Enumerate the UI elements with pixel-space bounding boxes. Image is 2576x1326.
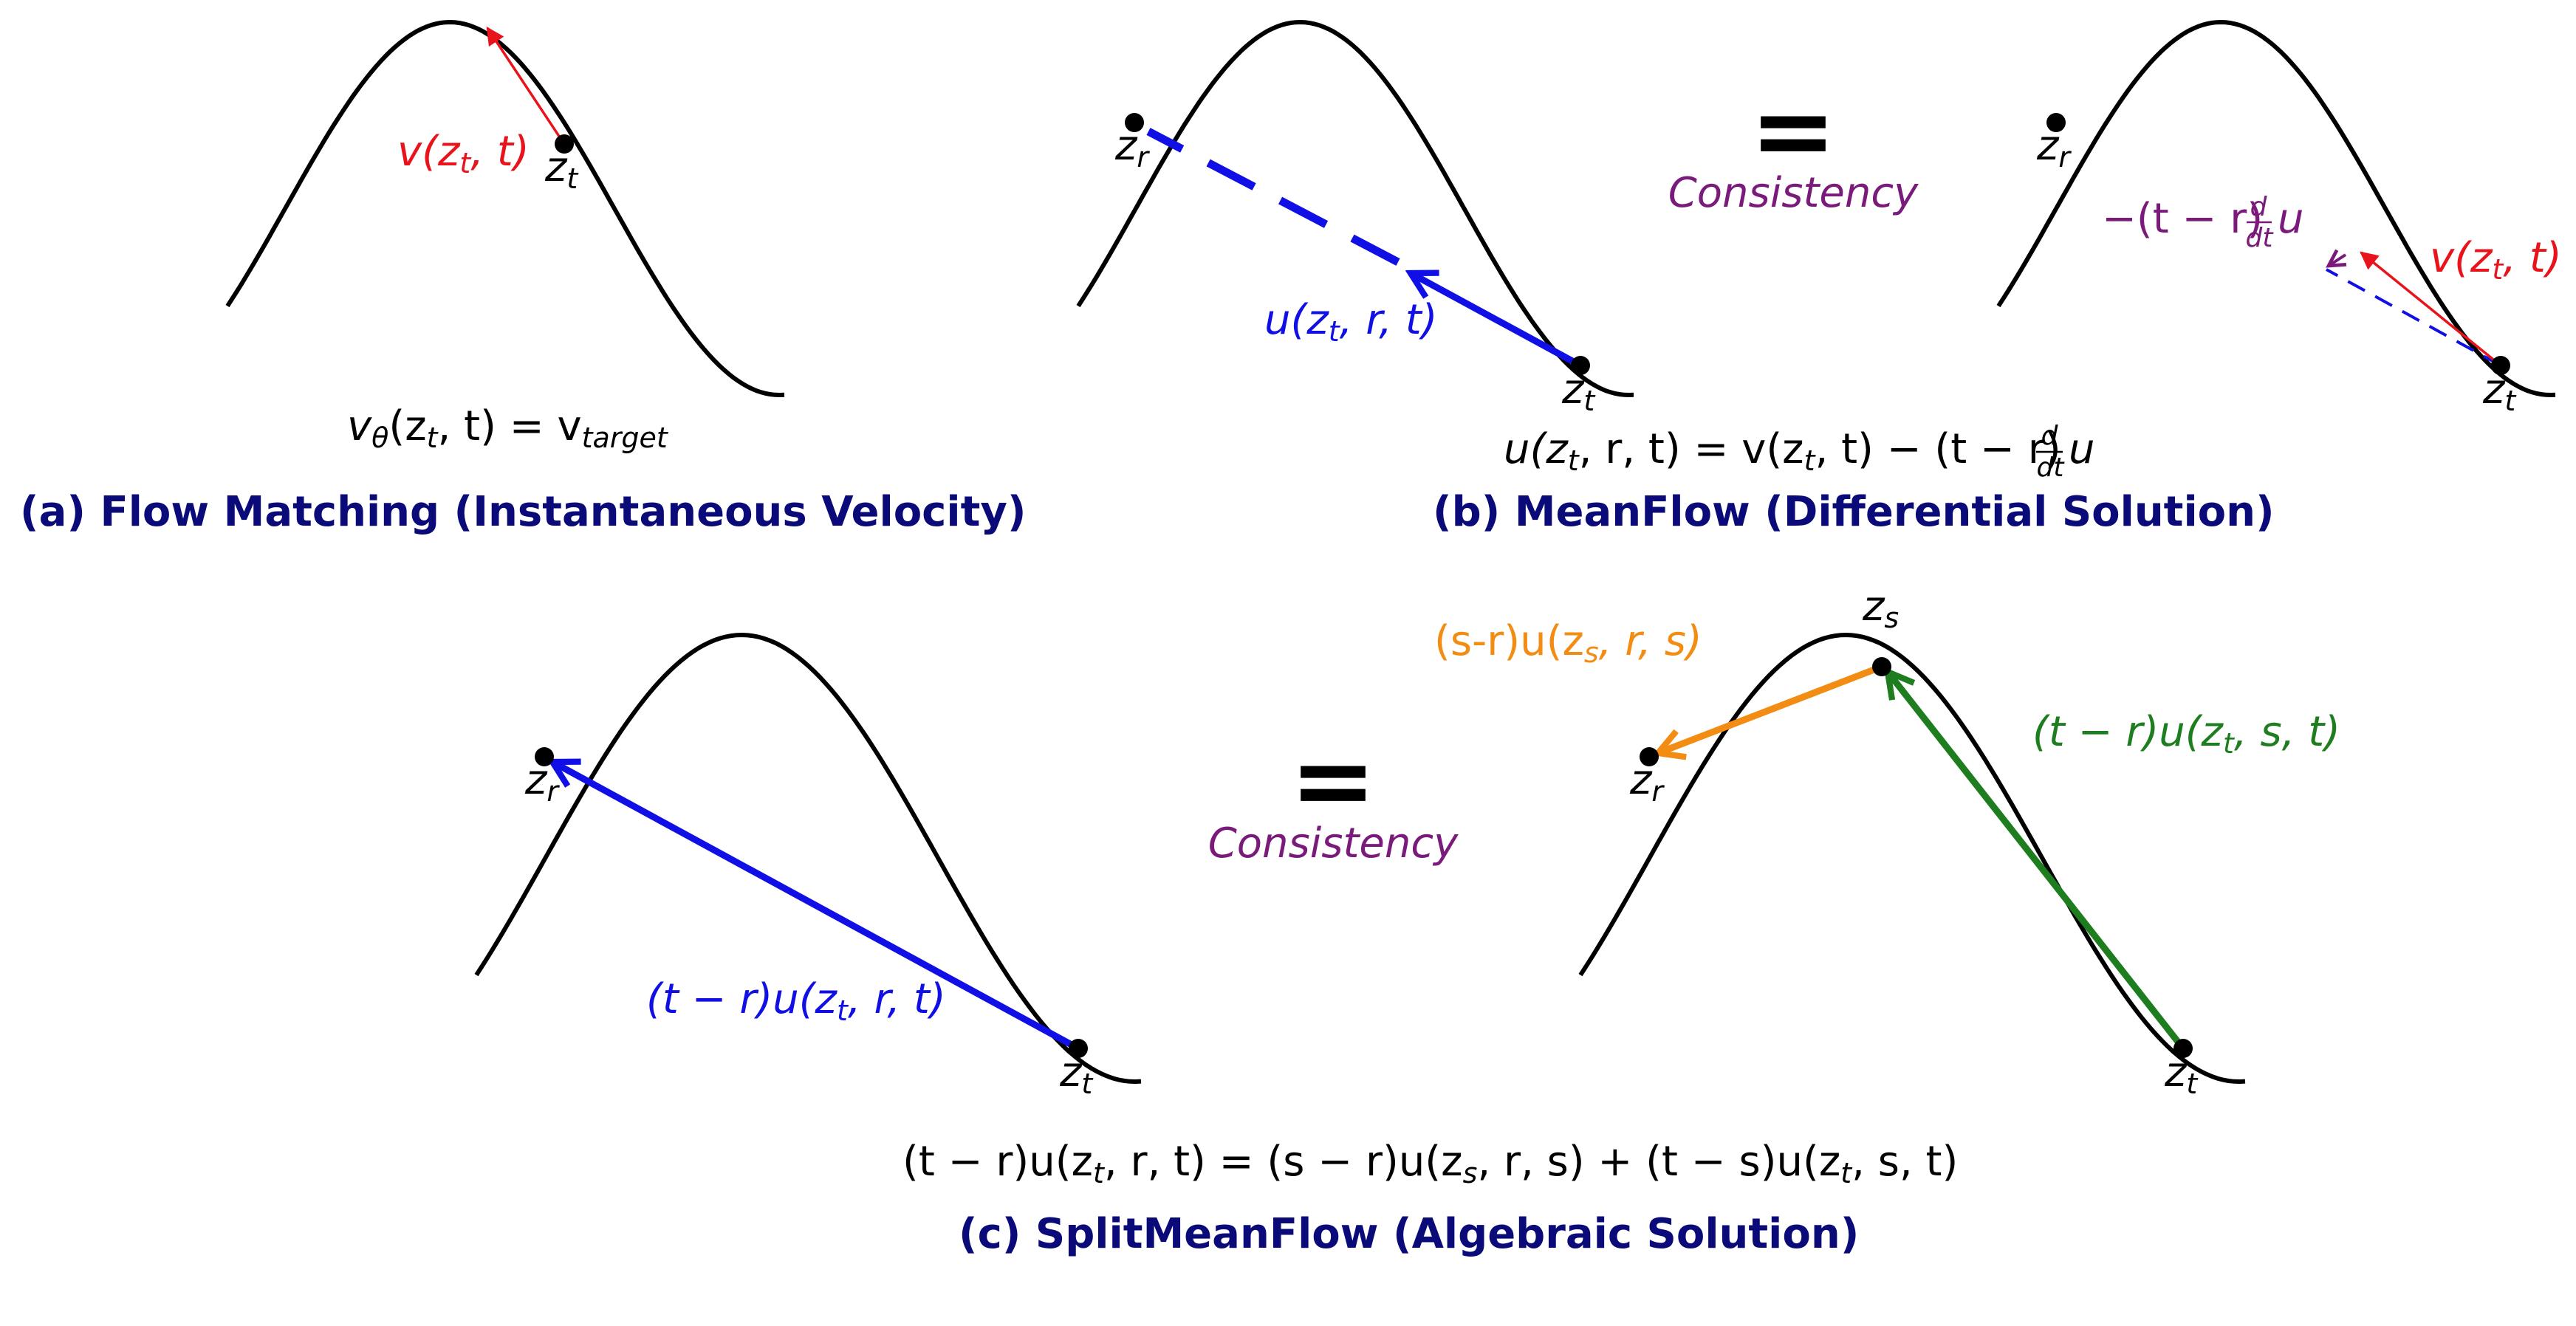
- velocity-arrow: [486, 26, 566, 145]
- point-zt: [555, 134, 574, 154]
- panel-a: zt v(zt, t) vθ(zt, t) = vtarget (a) Flow…: [20, 19, 1026, 536]
- equation-b: u(zt, r, t) = v(zt, t) − (t − r) d dt u: [1504, 421, 2095, 483]
- correction-arrow: [2329, 255, 2346, 266]
- point-zt: [1571, 356, 1590, 375]
- segment-sr-arrow: [1658, 663, 1883, 753]
- point-zt: [2491, 356, 2510, 375]
- trajectory-curve: [225, 19, 785, 398]
- point-zs: [1872, 657, 1891, 676]
- mean-velocity-arrow: [1411, 273, 1583, 368]
- point-zs-label: zs: [1862, 583, 1899, 634]
- svg-text:u: u: [2278, 195, 2304, 243]
- svg-text:u: u: [2069, 425, 2095, 473]
- svg-text:dt: dt: [2246, 223, 2275, 253]
- consistency-label: Consistency: [1668, 169, 1919, 217]
- point-zt-label: zt: [1561, 365, 1596, 417]
- secant-dashed: [2326, 268, 2501, 367]
- equation-a: vθ(zt, t) = vtarget: [347, 402, 669, 454]
- point-zt: [2174, 1039, 2193, 1058]
- point-zt-label: zt: [2482, 365, 2517, 417]
- segment-ts-arrow: [1888, 672, 2186, 1051]
- point-zr: [2046, 113, 2066, 132]
- point-zt-label: zt: [2164, 1048, 2199, 1100]
- svg-text:d: d: [2250, 192, 2268, 222]
- caption-b: (b) MeanFlow (Differential Solution): [1433, 488, 2275, 536]
- segment-sr-label: (s-r)u(zs, r, s): [1434, 617, 1702, 669]
- point-zt-label: zt: [1059, 1048, 1094, 1100]
- caption-c: (c) SplitMeanFlow (Algebraic Solution): [959, 1210, 1859, 1258]
- caption-a: (a) Flow Matching (Instantaneous Velocit…: [20, 488, 1026, 536]
- equal-sign: =: [1289, 721, 1376, 841]
- velocity-label: v(zt, t): [397, 128, 530, 179]
- mean-velocity-arrow: [552, 762, 1080, 1051]
- mean-velocity-dashed: [1146, 128, 1400, 266]
- panel-b: zr zt u(zt, r, t) = Consistency zr zt v(…: [1076, 19, 2562, 536]
- svg-text:−(t − r): −(t − r): [2102, 195, 2263, 243]
- equation-c: (t − r)u(zt, r, t) = (s − r)u(zs, r, s) …: [902, 1138, 1958, 1189]
- velocity-label: v(zt, t): [2430, 234, 2562, 286]
- equal-sign: =: [1750, 71, 1836, 191]
- svg-text:dt: dt: [2037, 453, 2066, 483]
- mean-velocity-label: (t − r)u(zt, r, t): [646, 975, 946, 1027]
- velocity-arrow: [2360, 251, 2502, 367]
- point-zr: [535, 747, 554, 766]
- trajectory-curve-right: [1996, 19, 2556, 398]
- point-zr-label: zr: [1629, 756, 1665, 808]
- correction-label: −(t − r) d dt u: [2102, 192, 2304, 253]
- point-zr: [1125, 113, 1144, 132]
- panel-c: zr zt (t − r)u(zt, r, t) = Consistency z…: [474, 583, 2340, 1258]
- point-zr: [1640, 747, 1659, 766]
- trajectory-curve-right: [1578, 632, 2246, 1085]
- point-zt-label: zt: [544, 143, 579, 195]
- point-zr-label: zr: [2036, 122, 2072, 174]
- point-zt: [1069, 1039, 1088, 1058]
- trajectory-curve-left: [474, 632, 1142, 1085]
- consistency-label: Consistency: [1208, 820, 1459, 868]
- svg-text:u(zt, r, t) = v(zt, t) − (t −: u(zt, r, t) = v(zt, t) − (t − r): [1504, 425, 2061, 477]
- mean-velocity-label: u(zt, r, t): [1264, 296, 1438, 348]
- point-zr-label: zr: [1114, 122, 1150, 174]
- segment-ts-label: (t − r)u(zt, s, t): [2032, 708, 2340, 760]
- svg-text:d: d: [2041, 421, 2059, 451]
